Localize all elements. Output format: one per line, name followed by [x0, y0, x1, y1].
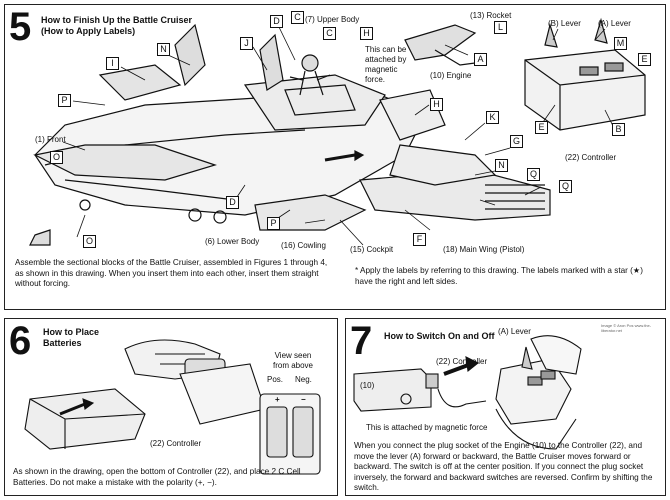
- label-box-l: L: [494, 21, 507, 34]
- label-box-j: J: [240, 37, 253, 50]
- label-box-b: B: [612, 123, 625, 136]
- label-box-o-2: O: [83, 235, 96, 248]
- callout-lever-a: (A) Lever: [598, 19, 631, 28]
- step-title: How to Place Batteries: [43, 327, 99, 349]
- negative-label: Neg.: [295, 375, 312, 384]
- callout-controller: (22) Controller: [565, 153, 617, 162]
- plus-sign: +: [275, 395, 280, 404]
- label-box-h-top: H: [360, 27, 373, 40]
- label-box-h-mid: H: [430, 98, 443, 111]
- title-line-2: Batteries: [43, 338, 82, 348]
- magnetic-note: This is attached by magnetic force: [366, 423, 488, 432]
- step-title: How to Switch On and Off: [384, 331, 495, 341]
- label-box-g: G: [510, 135, 523, 148]
- star-note: * Apply the labels by referring to this …: [355, 266, 643, 286]
- label-box-i: I: [106, 57, 119, 70]
- label-box-p-low: P: [267, 217, 280, 230]
- callout-engine: (10): [360, 381, 375, 390]
- callout-upper-body: (7) Upper Body: [305, 15, 360, 24]
- label-box-o-1: O: [50, 151, 63, 164]
- title-line-2: (How to Apply Labels): [41, 26, 136, 36]
- battery-illustration: [24, 339, 321, 475]
- label-box-c-2: C: [323, 27, 336, 40]
- step-5-panel: 5 How to Finish Up the Battle Cruiser (H…: [4, 4, 666, 310]
- callout-lever-a: (A) Lever: [498, 327, 531, 336]
- step-number: 6: [9, 319, 32, 363]
- label-box-n: N: [157, 43, 170, 56]
- image-credit: Image © Aron Pos www.the-liberator.net: [601, 323, 652, 333]
- label-box-k: K: [486, 111, 499, 124]
- label-box-e-right: E: [638, 53, 651, 66]
- label-box-m: M: [614, 37, 627, 50]
- label-box-d: D: [270, 15, 283, 28]
- step-number: 7: [350, 319, 373, 363]
- callout-lever-b: (B) Lever: [548, 19, 581, 28]
- callout-rocket: (13) Rocket: [470, 11, 512, 20]
- title-line-1: How to Finish Up the Battle Cruiser: [41, 15, 193, 25]
- minus-sign: −: [301, 395, 306, 404]
- callout-main-wing: (18) Main Wing (Pistol): [443, 245, 525, 254]
- step-number: 5: [9, 5, 32, 49]
- callout-controller: (22) Controller: [436, 357, 488, 366]
- label-box-p-left: P: [58, 94, 71, 107]
- step-5-instructions: Assemble the sectional blocks of the Bat…: [15, 258, 328, 288]
- callout-cockpit: (15) Cockpit: [350, 245, 394, 254]
- label-box-c: C: [291, 11, 304, 24]
- callout-controller: (22) Controller: [150, 439, 202, 448]
- label-box-d-low: D: [226, 196, 239, 209]
- step-title: How to Finish Up the Battle Cruiser (How…: [41, 15, 192, 37]
- top-view-label: View seen from above: [272, 351, 314, 370]
- step-6-instructions: As shown in the drawing, open the bottom…: [13, 467, 301, 487]
- callout-engine: (10) Engine: [430, 71, 472, 80]
- callout-lower-body: (6) Lower Body: [205, 237, 260, 246]
- step-7-panel: 7 How to Switch On and Off (A) Lever (22…: [345, 318, 666, 496]
- step-6-panel: 6 How to Place Batteries View seen from …: [4, 318, 338, 496]
- positive-label: Pos.: [267, 375, 284, 384]
- label-box-q-1: Q: [527, 168, 540, 181]
- title-line-1: How to Place: [43, 327, 100, 337]
- step-7-instructions: When you connect the plug socket of the …: [354, 441, 653, 492]
- label-box-f: F: [413, 233, 426, 246]
- label-box-e-mid: E: [535, 121, 548, 134]
- label-box-n-mid: N: [495, 159, 508, 172]
- magnetic-note: This can be attached by magnetic force.: [365, 45, 407, 84]
- switch-illustration: [353, 335, 582, 450]
- callout-front: (1) Front: [35, 135, 66, 144]
- label-box-a: A: [474, 53, 487, 66]
- callout-cowling: (16) Cowling: [281, 241, 326, 250]
- label-box-q-2: Q: [559, 180, 572, 193]
- battle-cruiser-illustration: [29, 17, 646, 246]
